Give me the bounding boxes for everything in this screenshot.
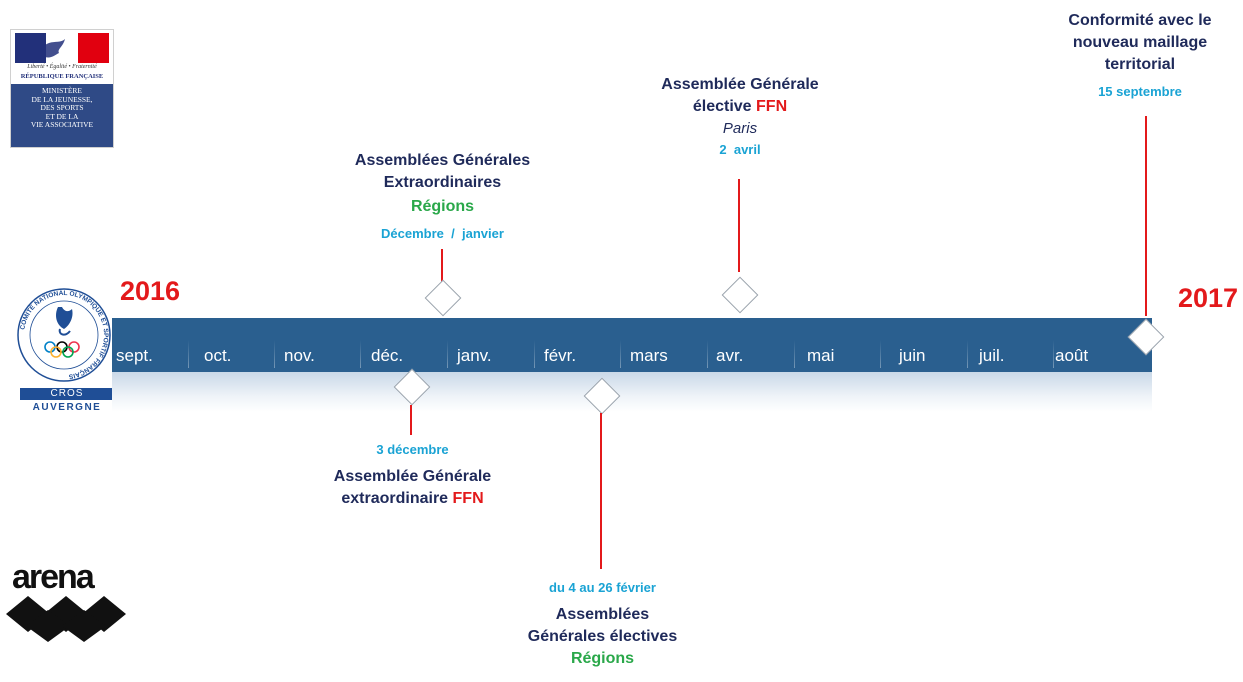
event-title-line: Assemblée Générale xyxy=(333,468,492,485)
ministry-line: VIE ASSOCIATIVE xyxy=(30,120,94,129)
event-date: 15 septembre xyxy=(1098,84,1182,99)
event-conformite: Conformité avec le nouveau maillage terr… xyxy=(1040,10,1240,102)
event-title-line: Assemblées Générales xyxy=(354,152,531,169)
marianne-motto: Liberté • Égalité • Fraternité xyxy=(27,64,97,70)
month-label: sept. xyxy=(116,346,153,365)
milestone-diamond xyxy=(424,279,462,317)
arena-diamonds-icon xyxy=(6,596,126,642)
ministry-line: DE LA JEUNESSE, xyxy=(31,94,93,104)
timeline-shadow xyxy=(112,372,1152,412)
arena-wordmark: arena xyxy=(12,558,95,596)
marianne-icon xyxy=(15,33,109,63)
month-label: août xyxy=(1055,346,1089,365)
event-title-line: Générales électives xyxy=(527,628,678,645)
month-label: avr. xyxy=(716,346,744,365)
month-label: janv. xyxy=(457,346,492,365)
month-label: févr. xyxy=(544,346,577,365)
event-title-line: Assemblées xyxy=(555,606,650,623)
event-region: Régions xyxy=(570,650,635,667)
event-region: Régions xyxy=(410,198,475,215)
event-title-line: Extraordinaires xyxy=(383,174,502,191)
ministry-block: MINISTÈRE DE LA JEUNESSE, DES SPORTS ET … xyxy=(11,84,113,147)
event-place: Paris xyxy=(722,120,758,137)
year-start: 2016 xyxy=(120,276,181,306)
event-title-line: Assemblée Générale xyxy=(661,76,819,93)
event-title-line: extraordinaire xyxy=(341,490,449,507)
ministry-line: MINISTÈRE xyxy=(42,86,82,95)
month-label: nov. xyxy=(284,346,315,365)
event-ag-elective-ffn: Assemblée Générale élective FFN Paris 2 … xyxy=(620,74,860,160)
ministry-line: ET DE LA xyxy=(45,111,79,121)
month-label: juin xyxy=(899,346,926,365)
month-label: juil. xyxy=(979,346,1005,365)
event-ag-extra-regions: Assemblées Générales Extraordinaires Rég… xyxy=(330,150,555,244)
event-date: 3 décembre xyxy=(376,442,449,457)
event-date: du 4 au 26 février xyxy=(549,580,656,595)
connector-line xyxy=(738,179,740,272)
connector-line xyxy=(441,249,443,285)
event-org: FFN xyxy=(452,490,484,507)
event-date: janvier xyxy=(462,226,504,241)
event-ag-elective-regions: du 4 au 26 février Assemblées Générales … xyxy=(490,578,715,670)
connector-line xyxy=(1145,116,1147,316)
cros-badge: CROS xyxy=(20,388,114,400)
event-title-line: Conformité avec le xyxy=(1068,12,1212,29)
event-date: Décembre xyxy=(381,226,444,241)
marianne-logo: Liberté • Égalité • Fraternité RÉPUBLIQU… xyxy=(10,29,114,148)
timeline-band xyxy=(112,318,1152,372)
marianne-republic: RÉPUBLIQUE FRANÇAISE xyxy=(20,73,104,80)
event-date-separator: / xyxy=(451,226,455,241)
event-title-line: élective xyxy=(692,98,752,115)
event-title-line: nouveau maillage xyxy=(1072,34,1208,51)
ministry-line: DES SPORTS xyxy=(40,103,84,112)
connector-line xyxy=(410,405,412,435)
milestone-diamond xyxy=(721,276,759,314)
month-label: mai xyxy=(807,346,835,365)
cnosf-logo: COMITÉ NATIONAL OLYMPIQUE ET SPORTIF FRA… xyxy=(14,285,114,385)
arena-logo: arena xyxy=(6,558,126,650)
event-title-line: territorial xyxy=(1104,56,1176,73)
rooster-rings-icon: COMITÉ NATIONAL OLYMPIQUE ET SPORTIF FRA… xyxy=(17,288,111,382)
connector-line xyxy=(600,413,602,569)
month-label: déc. xyxy=(371,346,404,365)
cros-region: AUVERGNE xyxy=(32,402,102,413)
month-label: mars xyxy=(630,346,668,365)
event-date: 2 avril xyxy=(719,142,761,157)
month-label: oct. xyxy=(204,346,232,365)
event-ag-extra-ffn: 3 décembre Assemblée Générale extraordin… xyxy=(300,440,525,510)
year-end: 2017 xyxy=(1178,283,1239,313)
event-org: FFN xyxy=(756,98,788,115)
